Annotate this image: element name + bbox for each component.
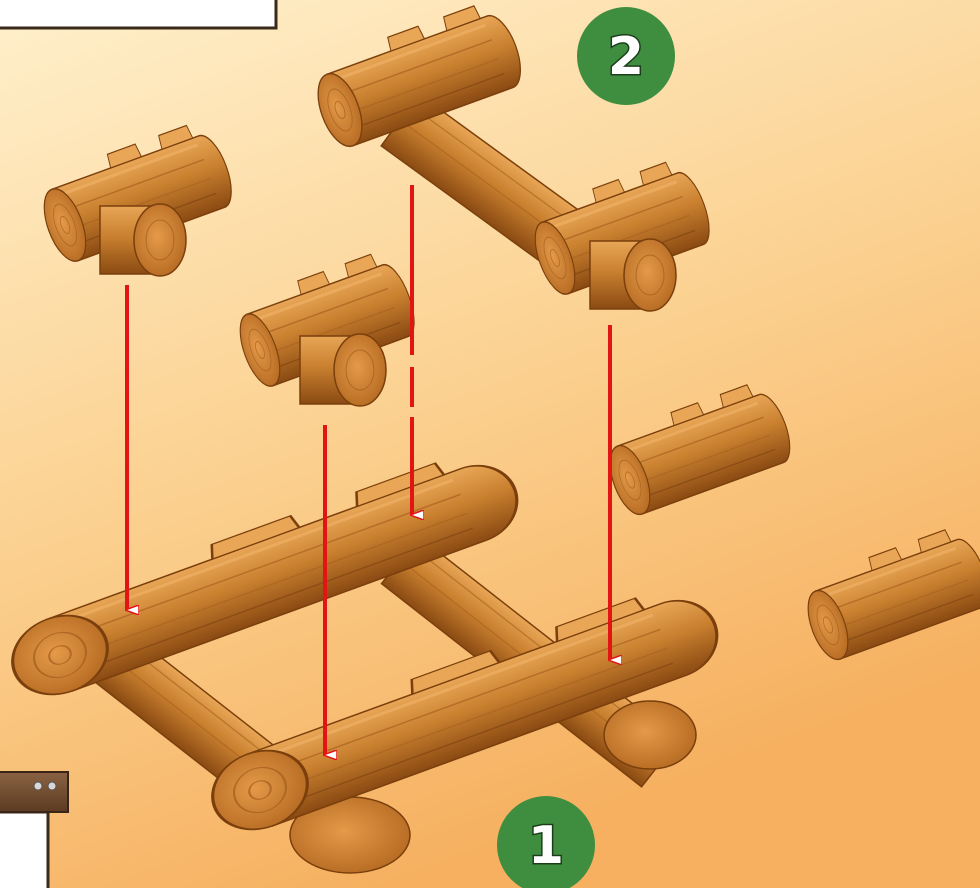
step-badge-2: 2 (577, 7, 675, 105)
step-number-1: 1 (528, 816, 564, 876)
rail-end-back (604, 701, 696, 769)
top-left-panel (0, 0, 276, 28)
step-number-2: 2 (608, 27, 644, 87)
